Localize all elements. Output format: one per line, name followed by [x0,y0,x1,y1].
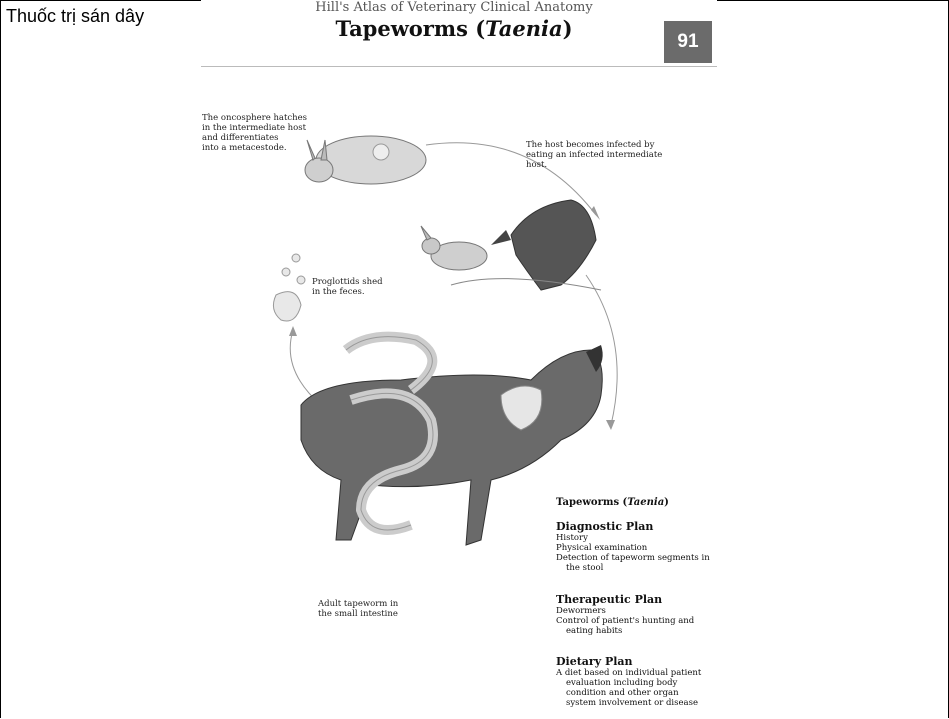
diagnostic-plan-title: Diagnostic Plan [556,520,710,533]
caption-proglottids: Proglottids shed in the feces. [312,277,383,297]
caption-adult-tapeworm: Adult tapeworm in the small intestine [318,599,398,619]
arrowhead-right [606,420,615,430]
dietary-item: condition and other organ [556,688,701,698]
caption-oncosphere: The oncosphere hatches in the intermedia… [202,113,307,153]
rabbit-intermediate-host-illustration [305,136,426,184]
diagnostic-plan-section: Diagnostic Plan History Physical examina… [556,520,710,573]
therapeutic-item: Dewormers [556,606,694,616]
diagnostic-item: Physical examination [556,543,710,553]
diagnostic-item: the stool [556,563,710,573]
arrowhead-top [591,206,600,220]
therapeutic-item: eating habits [556,626,694,636]
egg-cluster-illustration [273,254,305,321]
dietary-plan-title: Dietary Plan [556,655,701,668]
info-heading: Tapeworms (Taenia) [556,497,669,508]
atlas-page: Hill's Atlas of Veterinary Clinical Anat… [201,0,717,719]
arrowhead-left [289,326,297,336]
therapeutic-plan-section: Therapeutic Plan Dewormers Control of pa… [556,593,694,636]
overlay-label: Thuốc trị sán dây [6,6,144,27]
therapeutic-plan-title: Therapeutic Plan [556,593,694,606]
rabbit-small-illustration [421,226,487,270]
therapeutic-item: Control of patient's hunting and [556,616,694,626]
dietary-item: A diet based on individual patient [556,668,701,678]
diagnostic-item: Detection of tapeworm segments in [556,553,710,563]
dietary-item: system involvement or disease [556,698,701,708]
dietary-item: evaluation including body [556,678,701,688]
dietary-plan-section: Dietary Plan A diet based on individual … [556,655,701,708]
caption-host-infected: The host becomes infected by eating an i… [526,140,662,170]
diagnostic-item: History [556,533,710,543]
main-dog-illustration [301,345,603,545]
